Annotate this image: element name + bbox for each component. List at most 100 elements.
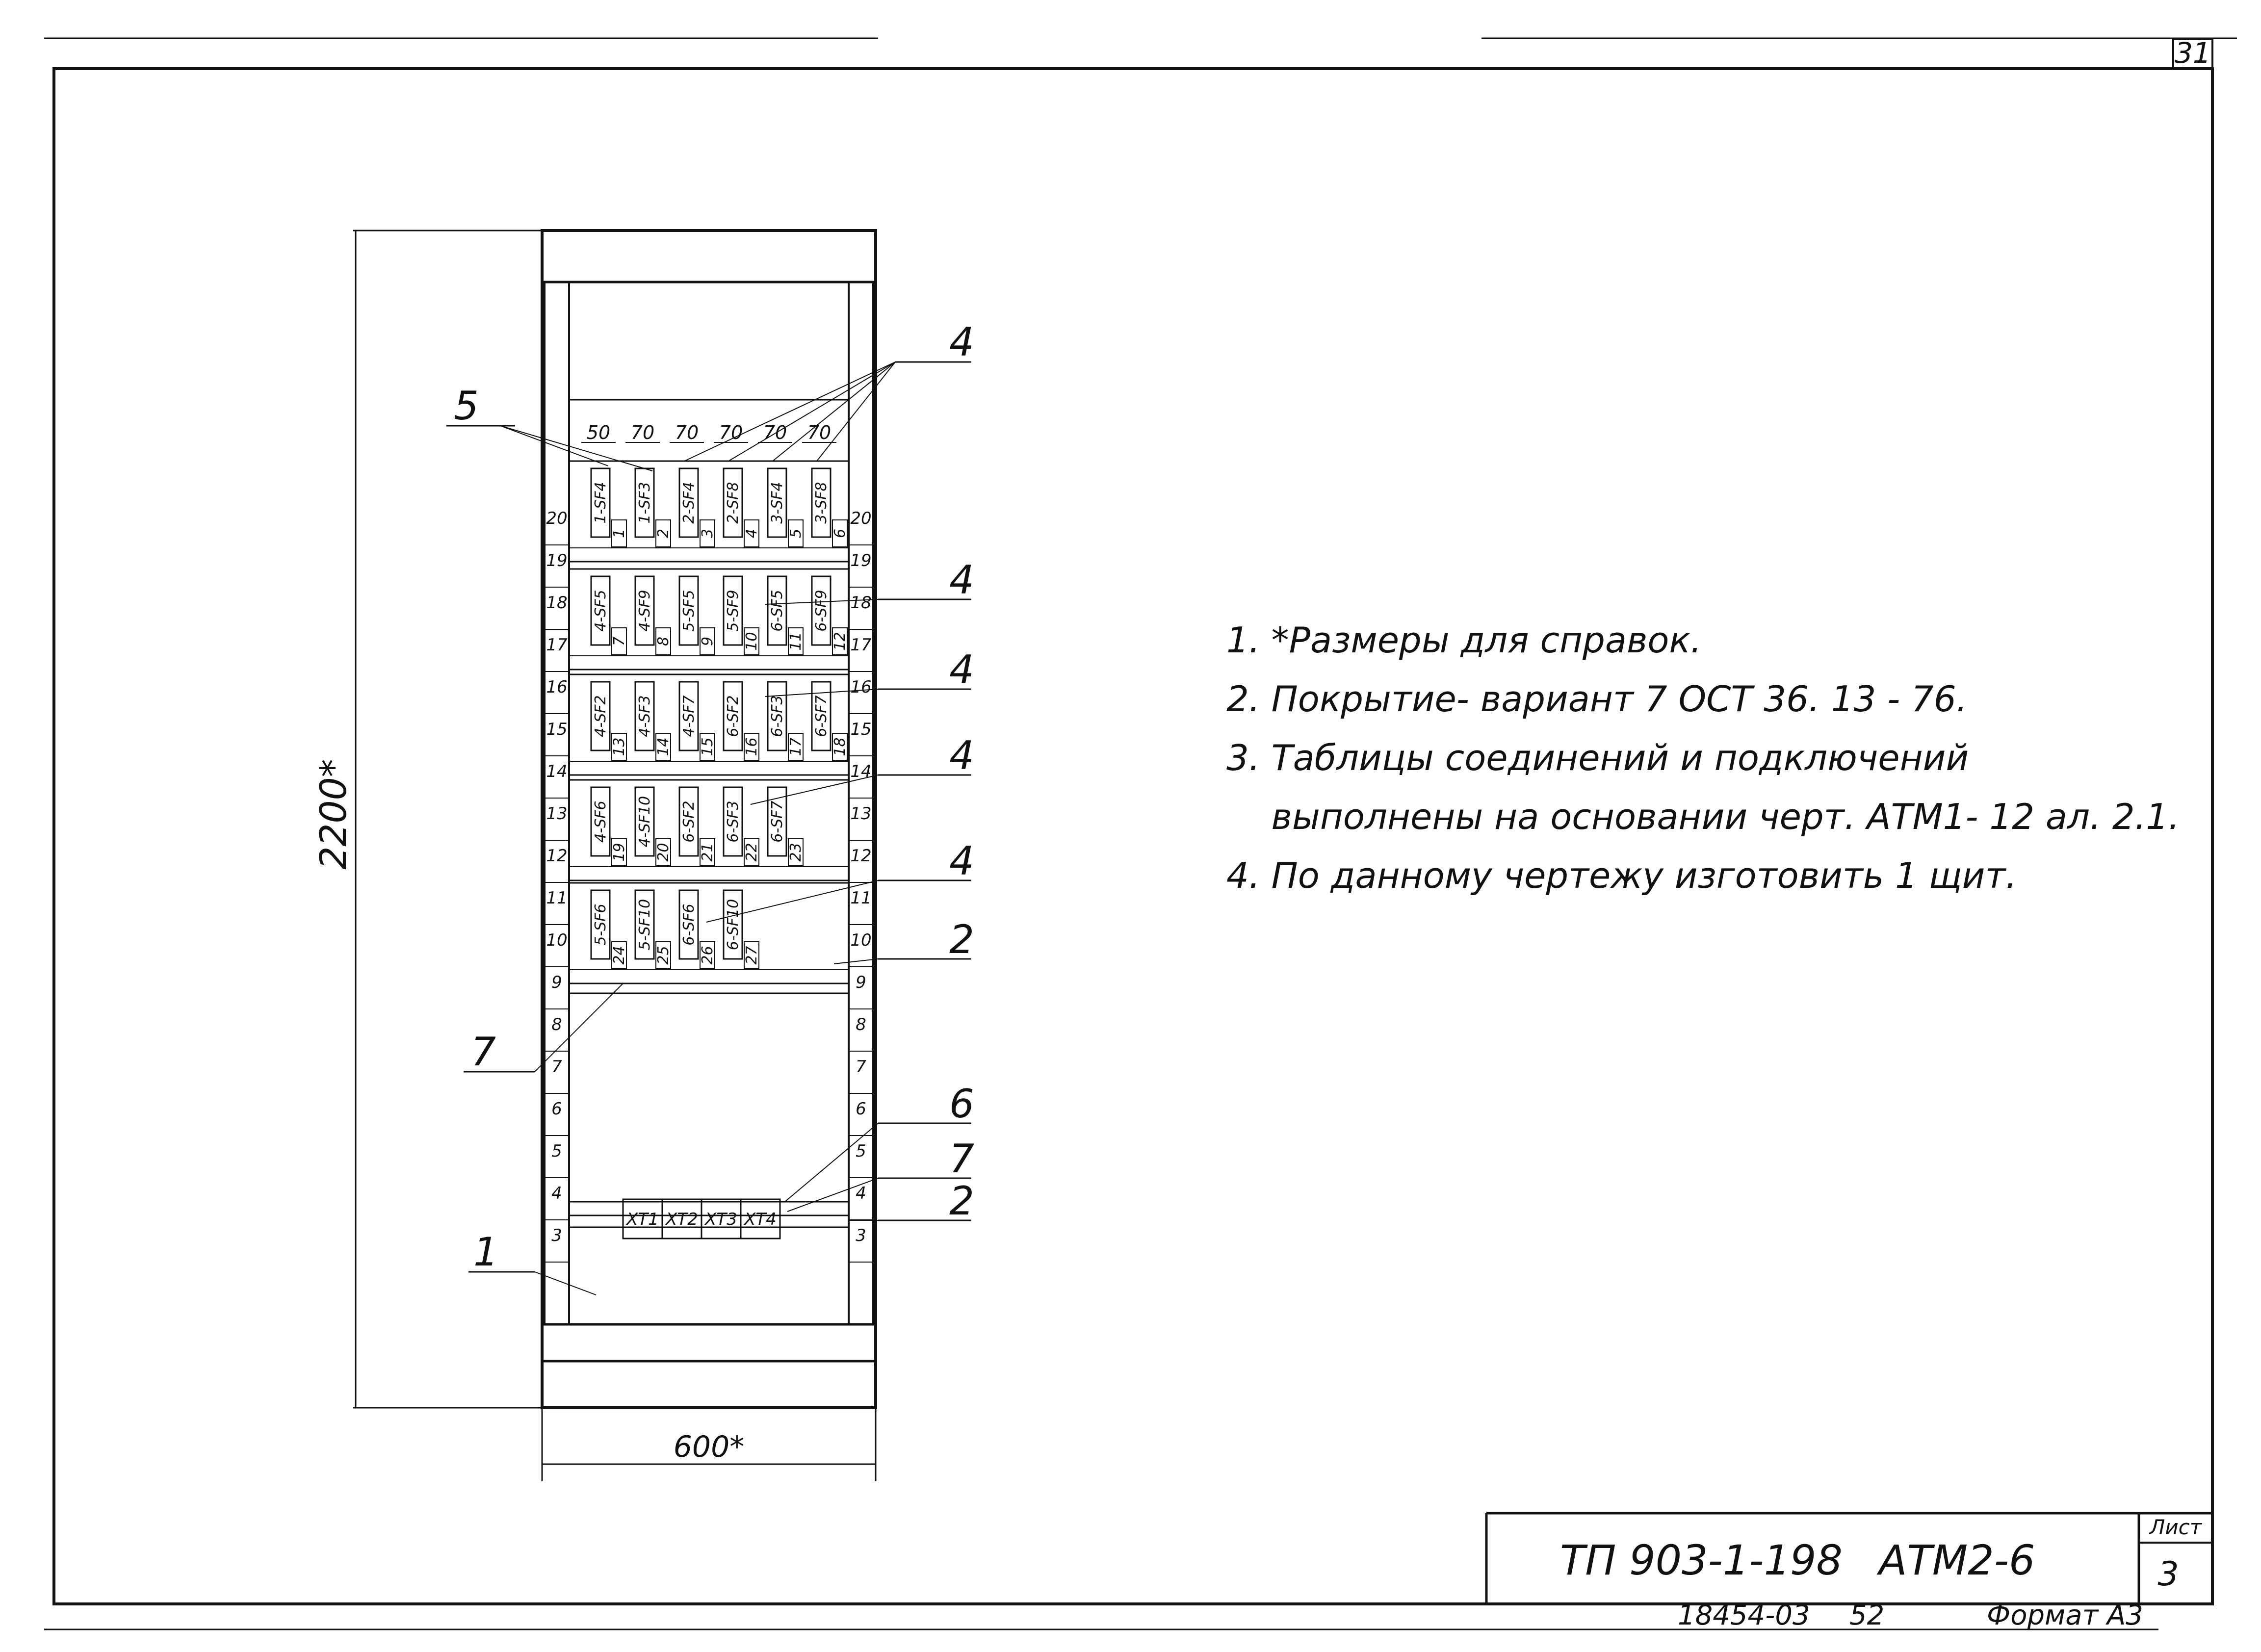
scale-mark: 11 xyxy=(546,888,567,908)
marker-number: 24 xyxy=(611,946,628,964)
scale-mark: 15 xyxy=(546,720,567,739)
note-4: 4. По данному чертежу изготовить 1 щит. xyxy=(1226,855,2017,896)
callout-4-row4: 4 xyxy=(949,733,974,778)
marker-label xyxy=(655,519,671,547)
breaker-designation: 3-SF8 xyxy=(813,482,830,523)
terminal xyxy=(740,1198,781,1239)
title-block xyxy=(1485,1512,2212,1604)
marker-label xyxy=(611,733,627,761)
marker-number: 27 xyxy=(743,946,760,964)
marker-number: 3 xyxy=(699,529,716,538)
callout-1: 1 xyxy=(473,1229,498,1275)
scale-mark: 9 xyxy=(856,973,866,992)
circuit-breaker xyxy=(678,467,699,538)
marker-label xyxy=(788,838,804,866)
scale-mark: 6 xyxy=(551,1099,562,1119)
height-dimension xyxy=(353,230,542,1409)
scale-mark: 10 xyxy=(850,930,871,950)
callout-4-top: 4 xyxy=(949,319,974,365)
circuit-breaker xyxy=(767,786,787,857)
scale-mark: 3 xyxy=(856,1226,866,1245)
marker-number: 7 xyxy=(611,637,628,646)
scale-mark: 16 xyxy=(850,677,871,697)
document-designation: ТП 903-1-198 xyxy=(1560,1536,1843,1584)
breaker-rating: 70 xyxy=(675,422,699,443)
marker-number: 15 xyxy=(699,737,716,756)
breaker-designation: 6-SF3 xyxy=(769,695,786,737)
scale-mark: 7 xyxy=(551,1057,562,1077)
callout-7-lower: 7 xyxy=(949,1136,974,1182)
breaker-designation: 6-SF9 xyxy=(813,590,830,631)
scale-mark: 14 xyxy=(850,762,871,781)
right-rail xyxy=(848,281,874,1325)
terminal-label: XT3 xyxy=(704,1210,737,1229)
marker-label xyxy=(832,627,848,655)
breaker-designation: 6-SF6 xyxy=(680,903,698,945)
marker-label xyxy=(655,941,671,969)
circuit-breaker xyxy=(678,889,699,960)
breaker-row: 4-SF2134-SF3144-SF7156-SF2166-SF3176-SF7… xyxy=(568,673,850,776)
mounting-plate xyxy=(568,673,850,776)
circuit-breaker xyxy=(590,786,611,857)
mounting-plate xyxy=(568,568,850,671)
callout-2-din-rail: 2 xyxy=(949,917,974,962)
scale-mark: 4 xyxy=(856,1184,866,1203)
scale-mark: 11 xyxy=(850,888,871,908)
marker-number: 4 xyxy=(743,529,760,538)
marker-number: 9 xyxy=(699,637,716,646)
drawing-code: АТМ2-6 xyxy=(1876,1536,2035,1584)
scale-mark: 5 xyxy=(856,1141,866,1161)
scale-mark: 19 xyxy=(850,551,871,570)
marker-number: 10 xyxy=(743,632,760,650)
scale-mark: 15 xyxy=(850,720,871,739)
breaker-designation: 6-SF7 xyxy=(813,695,830,737)
scale-mark: 16 xyxy=(546,677,567,697)
marker-number: 23 xyxy=(787,843,805,861)
scale-mark: 18 xyxy=(546,593,567,613)
callout-7-upper: 7 xyxy=(471,1029,496,1075)
breaker-designation: 6-SF3 xyxy=(725,800,742,842)
width-dimension-text: 600* xyxy=(674,1430,745,1464)
sheet-number: 3 xyxy=(2157,1555,2179,1594)
marker-number: 20 xyxy=(655,843,672,861)
mounting-plate xyxy=(568,779,850,881)
top-panel xyxy=(568,281,850,401)
marker-number: 13 xyxy=(611,737,628,756)
note-3: 3. Таблицы соединений и подключений xyxy=(1226,737,1969,778)
circuit-breaker xyxy=(767,681,787,751)
circuit-breaker xyxy=(590,467,611,538)
marker-label xyxy=(700,519,715,547)
circuit-breaker xyxy=(811,467,832,538)
note-3-continued: выполнены на основании черт. АТМ1- 12 ал… xyxy=(1226,796,2180,837)
marker-label xyxy=(700,941,715,969)
breaker-designation: 4-SF6 xyxy=(592,800,609,842)
breaker-designation: 4-SF3 xyxy=(636,695,653,737)
marker-label xyxy=(744,627,759,655)
breaker-designation: 3-SF4 xyxy=(769,482,786,523)
scale-mark: 19 xyxy=(546,551,567,570)
circuit-breaker xyxy=(678,575,699,646)
circuit-breaker xyxy=(723,786,743,857)
din-rail-strip xyxy=(568,1201,850,1325)
marker-number: 14 xyxy=(655,737,672,756)
circuit-breaker xyxy=(634,786,655,857)
marker-number: 21 xyxy=(699,843,716,861)
callout-2-lower: 2 xyxy=(949,1178,974,1224)
marker-label xyxy=(700,838,715,866)
scale-mark: 14 xyxy=(546,762,567,781)
marker-number: 25 xyxy=(655,946,672,964)
marker-number: 5 xyxy=(787,529,805,538)
breaker-designation: 4-SF10 xyxy=(636,796,653,847)
blank-panel xyxy=(568,992,850,1203)
callout-4-row3: 4 xyxy=(949,647,974,693)
circuit-breaker xyxy=(811,575,832,646)
breaker-designation: 5-SF6 xyxy=(592,903,609,945)
marker-label xyxy=(611,941,627,969)
scale-mark: 3 xyxy=(551,1226,562,1245)
marker-label xyxy=(655,627,671,655)
marker-number: 19 xyxy=(611,843,628,861)
notes: 1. *Размеры для справок. 2. Покрытие- ва… xyxy=(1226,620,2180,896)
scale-mark: 20 xyxy=(546,509,567,528)
